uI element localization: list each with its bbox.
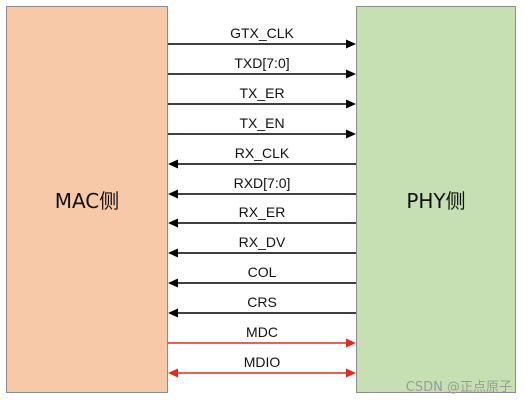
phy-block-label: PHY侧 xyxy=(406,189,466,213)
signal-label: RX_CLK xyxy=(235,145,290,161)
arrowhead-right-icon xyxy=(346,99,356,109)
arrowhead-right-icon xyxy=(346,39,356,49)
signal-label: MDC xyxy=(246,324,278,340)
signal-label: MDIO xyxy=(244,354,281,370)
signal-tx-en: TX_EN xyxy=(168,115,356,139)
signal-label: RX_ER xyxy=(239,204,286,220)
arrowhead-right-icon xyxy=(346,69,356,79)
signal-label: TX_EN xyxy=(239,115,284,131)
signal-txd-7-0: TXD[7:0] xyxy=(168,55,356,79)
signal-label: TX_ER xyxy=(239,85,284,101)
signal-crs: CRS xyxy=(168,294,356,318)
signal-rx-er: RX_ER xyxy=(168,204,356,228)
arrowhead-left-icon xyxy=(168,159,178,169)
arrowhead-left-icon xyxy=(168,248,178,258)
phy-block: PHY侧 xyxy=(356,6,516,393)
mac-block: MAC侧 xyxy=(6,6,168,393)
signal-mdio: MDIO xyxy=(168,354,356,378)
arrowhead-left-icon xyxy=(168,189,178,199)
signal-label: TXD[7:0] xyxy=(234,55,289,71)
signal-rxd-7-0: RXD[7:0] xyxy=(168,175,356,199)
signal-mdc: MDC xyxy=(168,324,356,348)
signal-tx-er: TX_ER xyxy=(168,85,356,109)
signal-label: RXD[7:0] xyxy=(234,175,291,191)
arrowhead-left-icon xyxy=(168,278,178,288)
signal-label: GTX_CLK xyxy=(230,25,294,41)
watermark: CSDN @正点原子 xyxy=(405,380,512,395)
signal-label: RX_DV xyxy=(239,234,286,250)
signal-label: COL xyxy=(248,264,277,280)
arrowhead-left-icon xyxy=(168,218,178,228)
signal-rx-clk: RX_CLK xyxy=(168,145,356,169)
arrowhead-right-icon xyxy=(346,338,356,348)
mac-block-label: MAC侧 xyxy=(54,189,120,213)
signal-label: CRS xyxy=(247,294,277,310)
signal-rx-dv: RX_DV xyxy=(168,234,356,258)
signal-col: COL xyxy=(168,264,356,288)
arrowhead-right-icon xyxy=(346,368,356,378)
arrowhead-right-icon xyxy=(346,129,356,139)
arrowhead-left-icon xyxy=(168,368,178,378)
signal-gtx-clk: GTX_CLK xyxy=(168,25,356,49)
arrowhead-left-icon xyxy=(168,308,178,318)
